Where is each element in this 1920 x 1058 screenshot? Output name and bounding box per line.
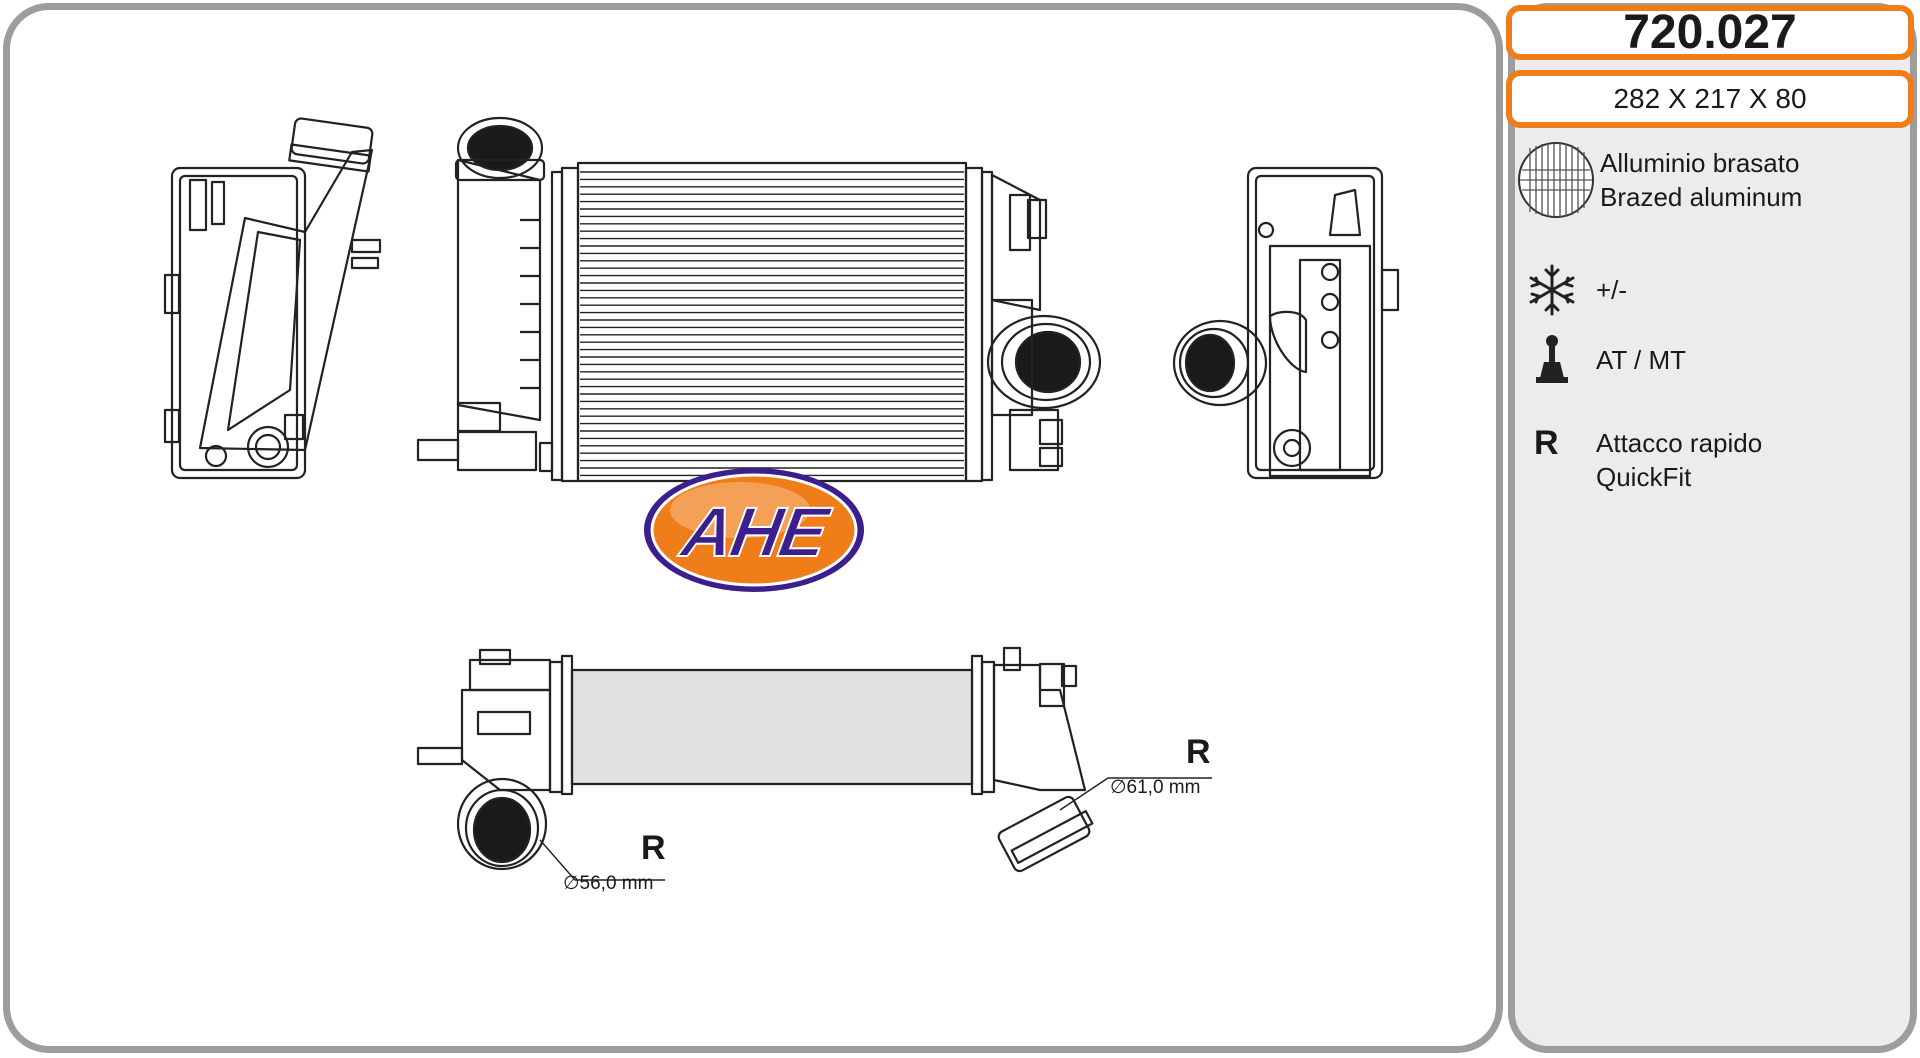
left-tank-ribs bbox=[520, 218, 540, 390]
ahe-logo bbox=[644, 468, 864, 592]
gear-shift-icon bbox=[1536, 335, 1568, 383]
product-dimensions: 282 X 217 X 80 bbox=[1506, 70, 1914, 128]
feature-transmission: AT / MT bbox=[1596, 345, 1687, 375]
quickfit-icon: R bbox=[1534, 424, 1559, 462]
outlet-diameter: ∅56,0 mm bbox=[563, 873, 654, 894]
feature-connection-it: Attacco rapido bbox=[1596, 428, 1763, 458]
snowflake-icon bbox=[1529, 264, 1575, 316]
feature-connection-en: QuickFit bbox=[1596, 462, 1692, 492]
left-side-view bbox=[163, 117, 382, 480]
feature-tolerance: +/- bbox=[1596, 275, 1628, 305]
bottom-view bbox=[416, 646, 1212, 881]
technical-drawing bbox=[163, 116, 1400, 881]
inlet-diameter: ∅61,0 mm bbox=[1110, 777, 1201, 798]
right-side-view bbox=[1172, 166, 1400, 480]
inlet-connection-type: R bbox=[1186, 733, 1211, 771]
feature-material-en: Brazed aluminum bbox=[1600, 182, 1803, 212]
brazed-aluminum-icon bbox=[1518, 142, 1594, 218]
ahe-logo-text: AHE bbox=[675, 492, 833, 572]
front-view bbox=[416, 116, 1102, 483]
feature-material-it: Alluminio brasato bbox=[1600, 148, 1800, 178]
product-code: 720.027 bbox=[1506, 5, 1914, 60]
outlet-connection-type: R bbox=[641, 829, 666, 867]
spec-panel bbox=[1508, 3, 1917, 1053]
